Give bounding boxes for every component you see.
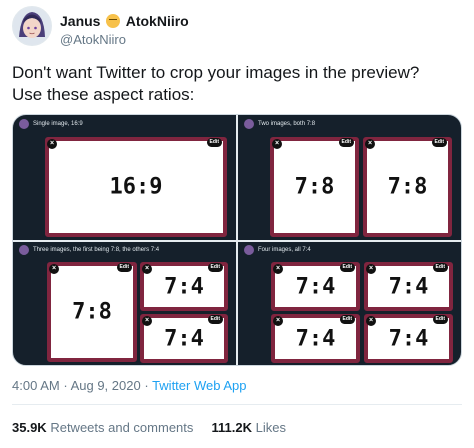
likes-label: Likes	[255, 420, 286, 435]
ratio-label: 7:4	[164, 326, 204, 351]
edit-badge: Edit	[206, 138, 222, 147]
edit-badge: Edit	[116, 263, 132, 272]
user-handle[interactable]: @AtokNiiro	[60, 32, 126, 47]
ratio-label: 7:8	[294, 174, 335, 200]
image-frame: × Edit 7:4	[364, 314, 453, 363]
panel-three-images: Three images, the first being 7:8, the o…	[13, 242, 236, 365]
ratio-label: 7:8	[387, 174, 428, 200]
close-icon: ×	[142, 316, 152, 326]
tweet-text-line2: Use these aspect ratios:	[12, 85, 195, 104]
tweet-date[interactable]: Aug 9, 2020	[70, 378, 141, 393]
edit-badge: Edit	[339, 315, 355, 324]
panel-caption: Three images, the first being 7:8, the o…	[33, 247, 160, 253]
close-icon: ×	[273, 264, 283, 274]
tweet-text: Don't want Twitter to crop your images i…	[12, 62, 462, 106]
display-name[interactable]: Janus AtokNiiro	[60, 13, 189, 29]
image-frame: × Edit 7:4	[140, 314, 228, 363]
tweet-source-link[interactable]: Twitter Web App	[152, 378, 247, 393]
image-frame: × Edit 7:4	[364, 262, 453, 311]
media-divider-horizontal	[13, 240, 461, 242]
close-icon: ×	[366, 316, 376, 326]
tweet-text-line1: Don't want Twitter to crop your images i…	[12, 63, 420, 82]
panel-two-images: Two images, both 7:8 × Edit 7:8 × Edit 7…	[238, 115, 461, 240]
close-icon: ×	[272, 139, 282, 149]
close-icon: ×	[365, 139, 375, 149]
divider	[12, 404, 462, 405]
close-icon: ×	[273, 316, 283, 326]
ratio-label: 7:4	[295, 274, 336, 299]
image-frame: × Edit 7:4	[271, 262, 360, 311]
edit-badge: Edit	[207, 263, 223, 272]
close-icon: ×	[142, 264, 152, 274]
display-name-part2: AtokNiiro	[125, 13, 189, 29]
caption-avatar-icon	[244, 119, 254, 129]
grimace-emoji-icon	[106, 14, 121, 28]
panel-caption: Four images, all 7:4	[258, 247, 311, 253]
close-icon: ×	[49, 264, 59, 274]
image-frame: × Edit 7:8	[47, 262, 137, 362]
ratio-label: 7:4	[388, 274, 429, 299]
tweet-time[interactable]: 4:00 AM	[12, 378, 60, 393]
edit-badge: Edit	[432, 315, 448, 324]
ratio-label: 7:4	[295, 326, 336, 351]
meta-separator: ·	[63, 378, 68, 393]
close-icon: ×	[366, 264, 376, 274]
caption-avatar-icon	[244, 245, 254, 255]
image-frame: × Edit 7:4	[140, 262, 228, 311]
edit-badge: Edit	[207, 315, 223, 324]
ratio-label: 16:9	[109, 174, 163, 200]
edit-badge: Edit	[339, 263, 355, 272]
edit-badge: Edit	[432, 263, 448, 272]
edit-badge: Edit	[338, 138, 354, 147]
panel-single-image: Single image, 16:9 × Edit 16:9	[13, 115, 236, 240]
image-frame: × Edit 7:8	[363, 137, 452, 237]
close-icon: ×	[47, 139, 57, 149]
panel-caption: Two images, both 7:8	[258, 121, 316, 127]
panel-four-images: Four images, all 7:4 × Edit 7:4 × Edit 7…	[238, 242, 461, 365]
tweet-metadata: 4:00 AM · Aug 9, 2020 · Twitter Web App	[12, 378, 246, 393]
avatar-illustration	[13, 7, 51, 45]
image-frame: × Edit 7:4	[271, 314, 360, 363]
ratio-label: 7:4	[164, 274, 204, 299]
caption-avatar-icon	[19, 119, 29, 129]
meta-separator: ·	[144, 378, 149, 393]
retweets-label: Retweets and comments	[50, 420, 194, 435]
tweet-media-image[interactable]: Single image, 16:9 × Edit 16:9 Two image…	[12, 114, 462, 366]
retweets-stat[interactable]: 35.9K Retweets and comments	[12, 420, 193, 435]
ratio-label: 7:8	[72, 299, 112, 325]
image-frame: × Edit 16:9	[45, 137, 227, 237]
likes-count: 111.2K	[211, 420, 252, 435]
likes-stat[interactable]: 111.2K Likes	[211, 420, 285, 435]
panel-caption: Single image, 16:9	[33, 121, 83, 127]
edit-badge: Edit	[431, 138, 447, 147]
ratio-label: 7:4	[388, 326, 429, 351]
image-frame: × Edit 7:8	[270, 137, 359, 237]
avatar[interactable]	[12, 6, 52, 46]
caption-avatar-icon	[19, 245, 29, 255]
retweets-count: 35.9K	[12, 420, 47, 435]
display-name-part1: Janus	[60, 13, 101, 29]
tweet-stats: 35.9K Retweets and comments 111.2K Likes	[12, 420, 286, 435]
